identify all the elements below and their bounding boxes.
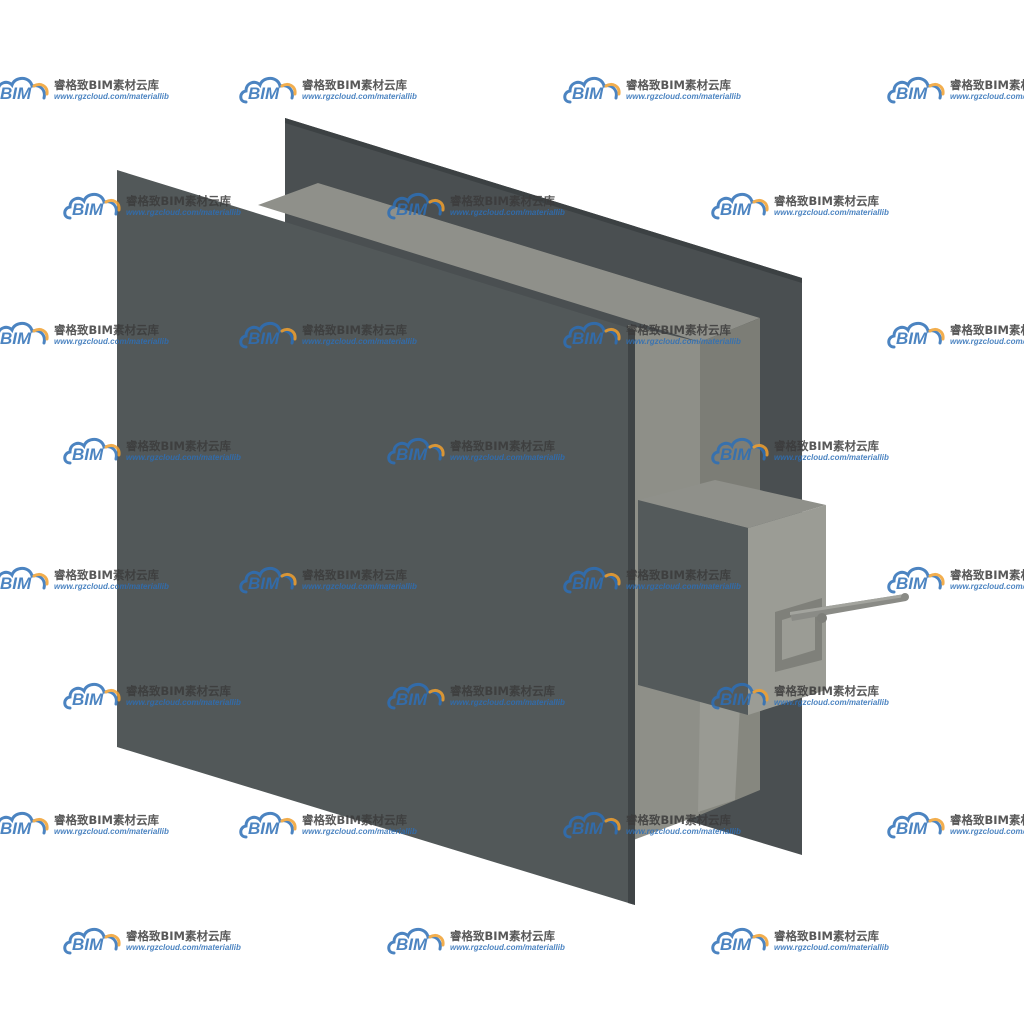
handle-rod-base [817, 613, 827, 623]
sleeve-side-face [700, 318, 760, 515]
actuator-cutout-inner [782, 610, 815, 660]
mechanism-lower-slot [698, 700, 740, 812]
handle-rod-end [901, 593, 909, 601]
handle-rod-highlight [790, 594, 905, 615]
front-plate [117, 170, 635, 905]
sleeve-top-face [258, 183, 760, 342]
back-plate-shadow-edge [285, 118, 802, 283]
actuator-box-front [638, 500, 748, 715]
actuator-box-top [638, 480, 826, 528]
front-plate-edge [628, 328, 635, 905]
